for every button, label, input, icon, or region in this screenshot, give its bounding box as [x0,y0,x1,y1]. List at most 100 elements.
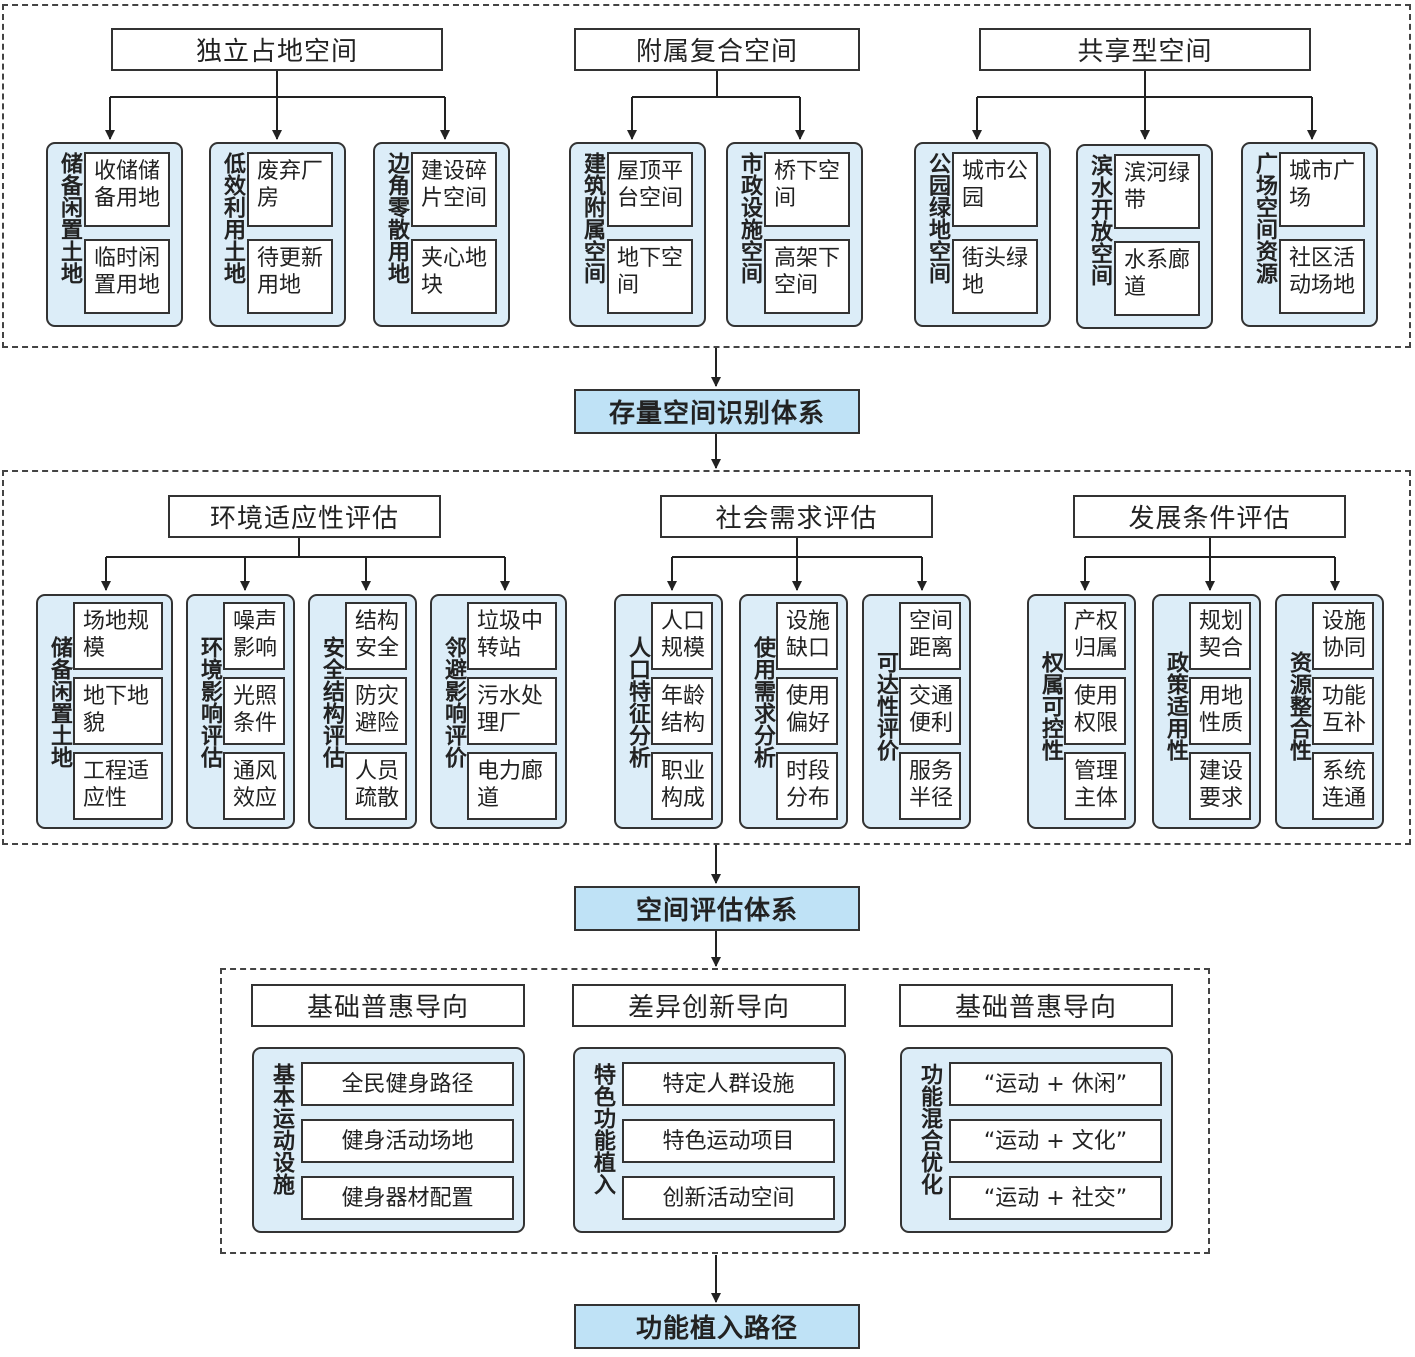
item-box: 产权归属 [1064,602,1126,670]
group-label: 邻避影响评价 [441,636,466,768]
item-box: 噪声影响 [223,602,285,670]
item-box: 临时闲置用地 [84,239,170,314]
item-box: 使用权限 [1064,677,1126,745]
group-label: 安全结构评估 [319,636,344,768]
item-box: 夹心地块 [411,239,497,314]
item-box: 建设碎片空间 [411,152,497,227]
category-header-attached: 附属复合空间 [574,28,860,71]
item-box: 社区活动场地 [1279,239,1365,314]
item-box: 结构安全 [345,602,407,670]
item-box: 防灾避险 [345,677,407,745]
group-corner-land: 边角零散用地 建设碎片空间 夹心地块 [373,142,510,327]
item-box: 服务半径 [899,752,961,820]
item-box: 桥下空间 [764,152,850,227]
item-box: 垃圾中转站 [467,602,557,670]
item-box: 城市广场 [1279,152,1365,227]
group-basic-sports: 基本运动设施 全民健身路径 健身活动场地 健身器材配置 [252,1047,525,1233]
item-box: 光照条件 [223,677,285,745]
group-function-mix: 功能混合优化 “运动 + 休闲” “运动 + 文化” “运动 + 社交” [900,1047,1173,1233]
category-header-development: 发展条件评估 [1073,495,1346,538]
group-accessibility: 可达性评价 空间距离 交通便利 服务半径 [862,594,971,829]
item-box: 滨河绿带 [1114,154,1200,229]
group-building-attached: 建筑附属空间 屋顶平台空间 地下空间 [569,142,706,327]
item-box: 地下地貌 [73,677,163,745]
item-box: 人员疏散 [345,752,407,820]
group-label: 基本运动设施 [269,1063,294,1195]
group-label: 使用需求分析 [750,636,775,768]
section-identification [2,4,1411,348]
group-label: 人口特征分析 [625,636,650,768]
item-box: 全民健身路径 [301,1062,514,1106]
item-box: 用地性质 [1189,677,1251,745]
system-identification: 存量空间识别体系 [574,389,860,434]
item-box: 收储储备用地 [84,152,170,227]
item-box: 人口规模 [651,602,713,670]
group-label: 低效利用土地 [220,152,245,284]
item-box: 健身活动场地 [301,1119,514,1163]
item-box: 屋顶平台空间 [607,152,693,227]
item-box: 设施协同 [1312,602,1374,670]
item-box: 污水处理厂 [467,677,557,745]
group-reserve-idle-land: 储备闲置土地 收储储备用地 临时闲置用地 [46,142,183,327]
item-box: 创新活动空间 [622,1176,835,1220]
group-park-green: 公园绿地空间 城市公园 街头绿地 [914,142,1051,327]
group-policy: 政策适用性 规划契合 用地性质 建设要求 [1152,594,1261,829]
section-evaluation [2,470,1411,845]
item-box: “运动 + 社交” [949,1176,1162,1220]
item-box: 规划契合 [1189,602,1251,670]
group-label: 市政设施空间 [737,152,762,284]
item-box: 城市公园 [952,152,1038,227]
system-evaluation: 空间评估体系 [574,886,860,931]
group-label: 储备闲置土地 [57,152,82,284]
category-header-basic-2: 基础普惠导向 [899,984,1173,1027]
item-box: 待更新用地 [247,239,333,314]
group-label: 资源整合性 [1286,651,1311,761]
item-box: 健身器材配置 [301,1176,514,1220]
item-box: 通风效应 [223,752,285,820]
item-box: 电力廊道 [467,752,557,820]
item-box: 时段分布 [776,752,838,820]
item-box: 水系廊道 [1114,241,1200,316]
category-header-basic-1: 基础普惠导向 [251,984,525,1027]
category-header-independent: 独立占地空间 [111,28,443,71]
group-ownership: 权属可控性 产权归属 使用权限 管理主体 [1027,594,1136,829]
item-box: 管理主体 [1064,752,1126,820]
group-label: 广场空间资源 [1252,152,1277,284]
item-box: 空间距离 [899,602,961,670]
item-box: 特定人群设施 [622,1062,835,1106]
group-low-efficiency-land: 低效利用土地 废弃厂房 待更新用地 [209,142,346,327]
item-box: 设施缺口 [776,602,838,670]
group-resource-integration: 资源整合性 设施协同 功能互补 系统连通 [1275,594,1384,829]
group-safety-structure: 安全结构评估 结构安全 防灾避险 人员疏散 [308,594,417,829]
group-plaza: 广场空间资源 城市广场 社区活动场地 [1241,142,1378,327]
group-nimby-impact: 邻避影响评价 垃圾中转站 污水处理厂 电力廊道 [430,594,567,829]
item-box: 特色运动项目 [622,1119,835,1163]
group-label: 特色功能植入 [590,1063,615,1195]
item-box: 使用偏好 [776,677,838,745]
group-label: 公园绿地空间 [925,152,950,284]
group-label: 政策适用性 [1163,651,1188,761]
system-function-path: 功能植入路径 [574,1304,860,1349]
item-box: 高架下空间 [764,239,850,314]
group-waterfront: 滨水开放空间 滨河绿带 水系廊道 [1076,144,1213,329]
item-box: 街头绿地 [952,239,1038,314]
item-box: 建设要求 [1189,752,1251,820]
category-header-environment: 环境适应性评估 [168,495,441,538]
group-label: 滨水开放空间 [1087,154,1112,286]
item-box: 地下空间 [607,239,693,314]
category-header-social: 社会需求评估 [660,495,933,538]
group-reserve-idle-land-eval: 储备闲置土地 场地规模 地下地貌 工程适应性 [36,594,173,829]
group-municipal-facility: 市政设施空间 桥下空间 高架下空间 [726,142,863,327]
item-box: 年龄结构 [651,677,713,745]
group-special-function: 特色功能植入 特定人群设施 特色运动项目 创新活动空间 [573,1047,846,1233]
group-population: 人口特征分析 人口规模 年龄结构 职业构成 [614,594,723,829]
item-box: 交通便利 [899,677,961,745]
item-box: 职业构成 [651,752,713,820]
group-label: 权属可控性 [1038,651,1063,761]
group-label: 储备闲置土地 [47,636,72,768]
item-box: 场地规模 [73,602,163,670]
item-box: 废弃厂房 [247,152,333,227]
group-environment-impact: 环境影响评估 噪声影响 光照条件 通风效应 [186,594,295,829]
item-box: “运动 + 休闲” [949,1062,1162,1106]
